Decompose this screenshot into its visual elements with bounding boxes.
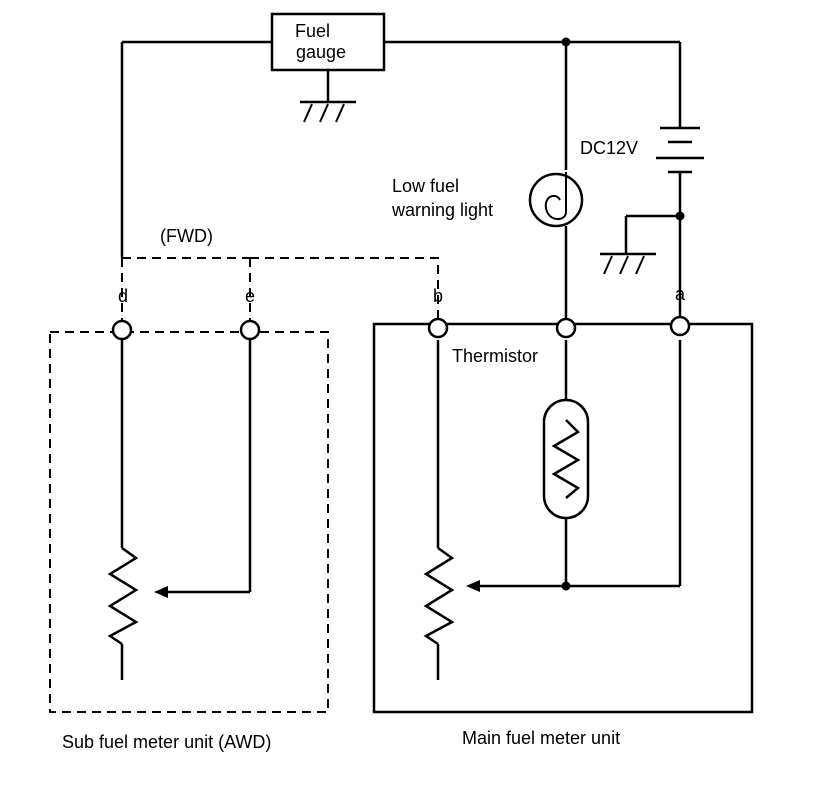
thermistor-label: Thermistor xyxy=(452,346,538,366)
warning-light-label-line2: warning light xyxy=(391,200,493,220)
fuel-gauge: Fuel gauge xyxy=(270,12,386,72)
fwd-connection: (FWD) xyxy=(121,226,682,322)
sub-fuel-meter-unit: Sub fuel meter unit (AWD) xyxy=(49,319,329,752)
fuel-gauge-label-line1: Fuel xyxy=(295,21,330,41)
terminal-b-label: b xyxy=(433,286,443,306)
terminal-e-label: e xyxy=(245,286,255,306)
terminal-d xyxy=(111,319,133,341)
terminal-b xyxy=(427,317,449,339)
terminal-d-label: d xyxy=(118,286,128,306)
terminal-a-label: a xyxy=(675,284,686,304)
top-wiring xyxy=(120,37,682,258)
battery-icon: DC12V xyxy=(580,126,704,258)
sub-unit-caption: Sub fuel meter unit (AWD) xyxy=(62,732,271,752)
fwd-label: (FWD) xyxy=(160,226,213,246)
main-unit-caption: Main fuel meter unit xyxy=(462,728,620,748)
thermistor-icon xyxy=(542,340,590,586)
battery-ground-icon xyxy=(600,211,685,275)
low-fuel-warning-light-icon: Low fuel warning light xyxy=(391,42,584,320)
gauge-ground-icon xyxy=(300,70,356,123)
main-fuel-meter-unit: Thermistor Main fuel meter unit xyxy=(372,315,754,748)
battery-voltage-label: DC12V xyxy=(580,138,638,158)
fuel-gauge-label-line2: gauge xyxy=(296,42,346,62)
terminal-e xyxy=(239,319,261,341)
terminal-a xyxy=(669,315,691,337)
terminal-thermistor-node xyxy=(555,317,577,339)
warning-light-label-line1: Low fuel xyxy=(392,176,459,196)
